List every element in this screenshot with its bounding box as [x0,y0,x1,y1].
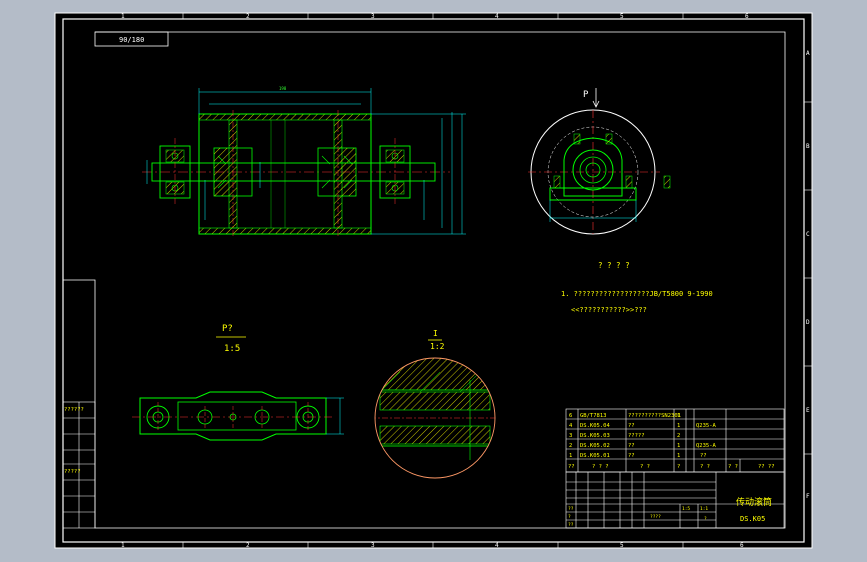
drawing-frame [62,18,805,543]
title-cell: ?? [568,506,574,512]
bom-cell: ?? [628,423,635,429]
zone-bottom-1: 1 [121,542,125,549]
bom-cell: 1 [677,453,680,459]
detail-i-scale: 1:2 [430,342,445,351]
zone-markers [182,13,812,548]
bom-cell: 2 [677,433,680,439]
zone-top-1: 1 [121,13,125,20]
zone-bottom-3: 3 [371,542,375,549]
drawing-sheet [54,12,813,549]
zone-bottom-6: 6 [740,542,744,549]
section-p-label: P? [222,324,233,334]
tech-req-line-1: 1. ??????????????????JB/T5800 9-1990 [561,290,713,298]
bom-header: ? ? ? [592,464,609,470]
bom-cell: 1 [677,413,680,419]
title-name: 传动滚筒 [736,496,772,508]
zone-bottom-2: 2 [246,542,250,549]
side-table-cell-4: ????? [64,469,81,475]
bom-cell: DS.K05.01 [580,453,610,459]
zone-side-f: F [806,493,810,500]
drum-section-view: 198 [142,86,466,238]
zone-bottom-4: 4 [495,542,499,549]
title-code: DS.K05 [740,515,765,523]
bom-header: ?? ?? [758,464,775,470]
bom-cell: ????? [628,433,645,439]
zone-side-b: B [806,143,810,150]
bom-cell: ??????????SN2301 [628,413,681,419]
stamp-text: 90/180 [119,36,144,44]
stamp-box [94,31,169,47]
bom-header: ? [677,464,680,470]
bom-header: ? ? [700,464,710,470]
zone-top-2: 2 [246,13,250,20]
bom-cell: DS.K05.02 [580,443,610,449]
side-view: P [528,88,671,235]
bom-cell: ?? [628,443,635,449]
zone-side-d: D [806,319,810,326]
title-cell: ? [704,516,707,522]
bom-rows: 6 GB/T7813 ??????????SN2301 1 4 DS.K05.0… [568,413,775,470]
zone-side-c: C [806,231,810,238]
bom-cell: Q235-A [696,423,717,429]
zone-side-a: A [806,50,810,57]
bom-cell: GB/T7813 [580,413,607,419]
bom-cell: DS.K05.03 [580,433,610,439]
title-cell: ???? [650,514,661,520]
bom-cell: ?? [700,453,707,459]
zone-top-4: 4 [495,13,499,20]
bom-cell: 6 [569,413,572,419]
detail-i-label: I [433,329,438,338]
bom-cell: 3 [569,433,572,439]
side-table-cell-0: ?????? [64,407,84,413]
bom-header: ? ? [728,464,738,470]
inner-boundary [63,31,786,529]
side-table [62,401,96,529]
bom-cell: 1 [677,443,680,449]
section-p-scale: 1:5 [224,344,240,354]
bom-header: ?? [568,464,575,470]
zone-labels: 1 2 3 4 5 6 1 2 3 4 5 6 A B C D E F [121,13,810,549]
zone-top-5: 5 [620,13,624,20]
bom-cell: 1 [569,453,572,459]
tech-req-line-2: <<???????????>>??? [571,306,647,314]
title-block [565,471,785,529]
bom-cell: 4 [569,423,573,429]
zone-top-3: 3 [371,13,375,20]
view-p-label: P [583,90,589,100]
bom-cell: Q235-A [696,443,717,449]
zone-top-6: 6 [745,13,749,20]
bom-header: ? ? [640,464,650,470]
title-cell: 1:1 [700,506,708,512]
bom-cell: 1 [677,423,680,429]
bom-cell: ?? [628,453,635,459]
title-cell: ? [568,514,571,520]
title-cell: 1:5 [682,506,690,512]
overall-length-dim: 198 [279,86,287,91]
zone-bottom-5: 5 [620,542,624,549]
bom-cell: DS.K05.04 [580,423,610,429]
base-plate-view [132,391,344,441]
zone-side-e: E [806,407,810,414]
bom-cell: 2 [569,443,572,449]
title-cell: ?? [568,522,574,528]
tech-req-title: ? ? ? ? [598,261,630,270]
